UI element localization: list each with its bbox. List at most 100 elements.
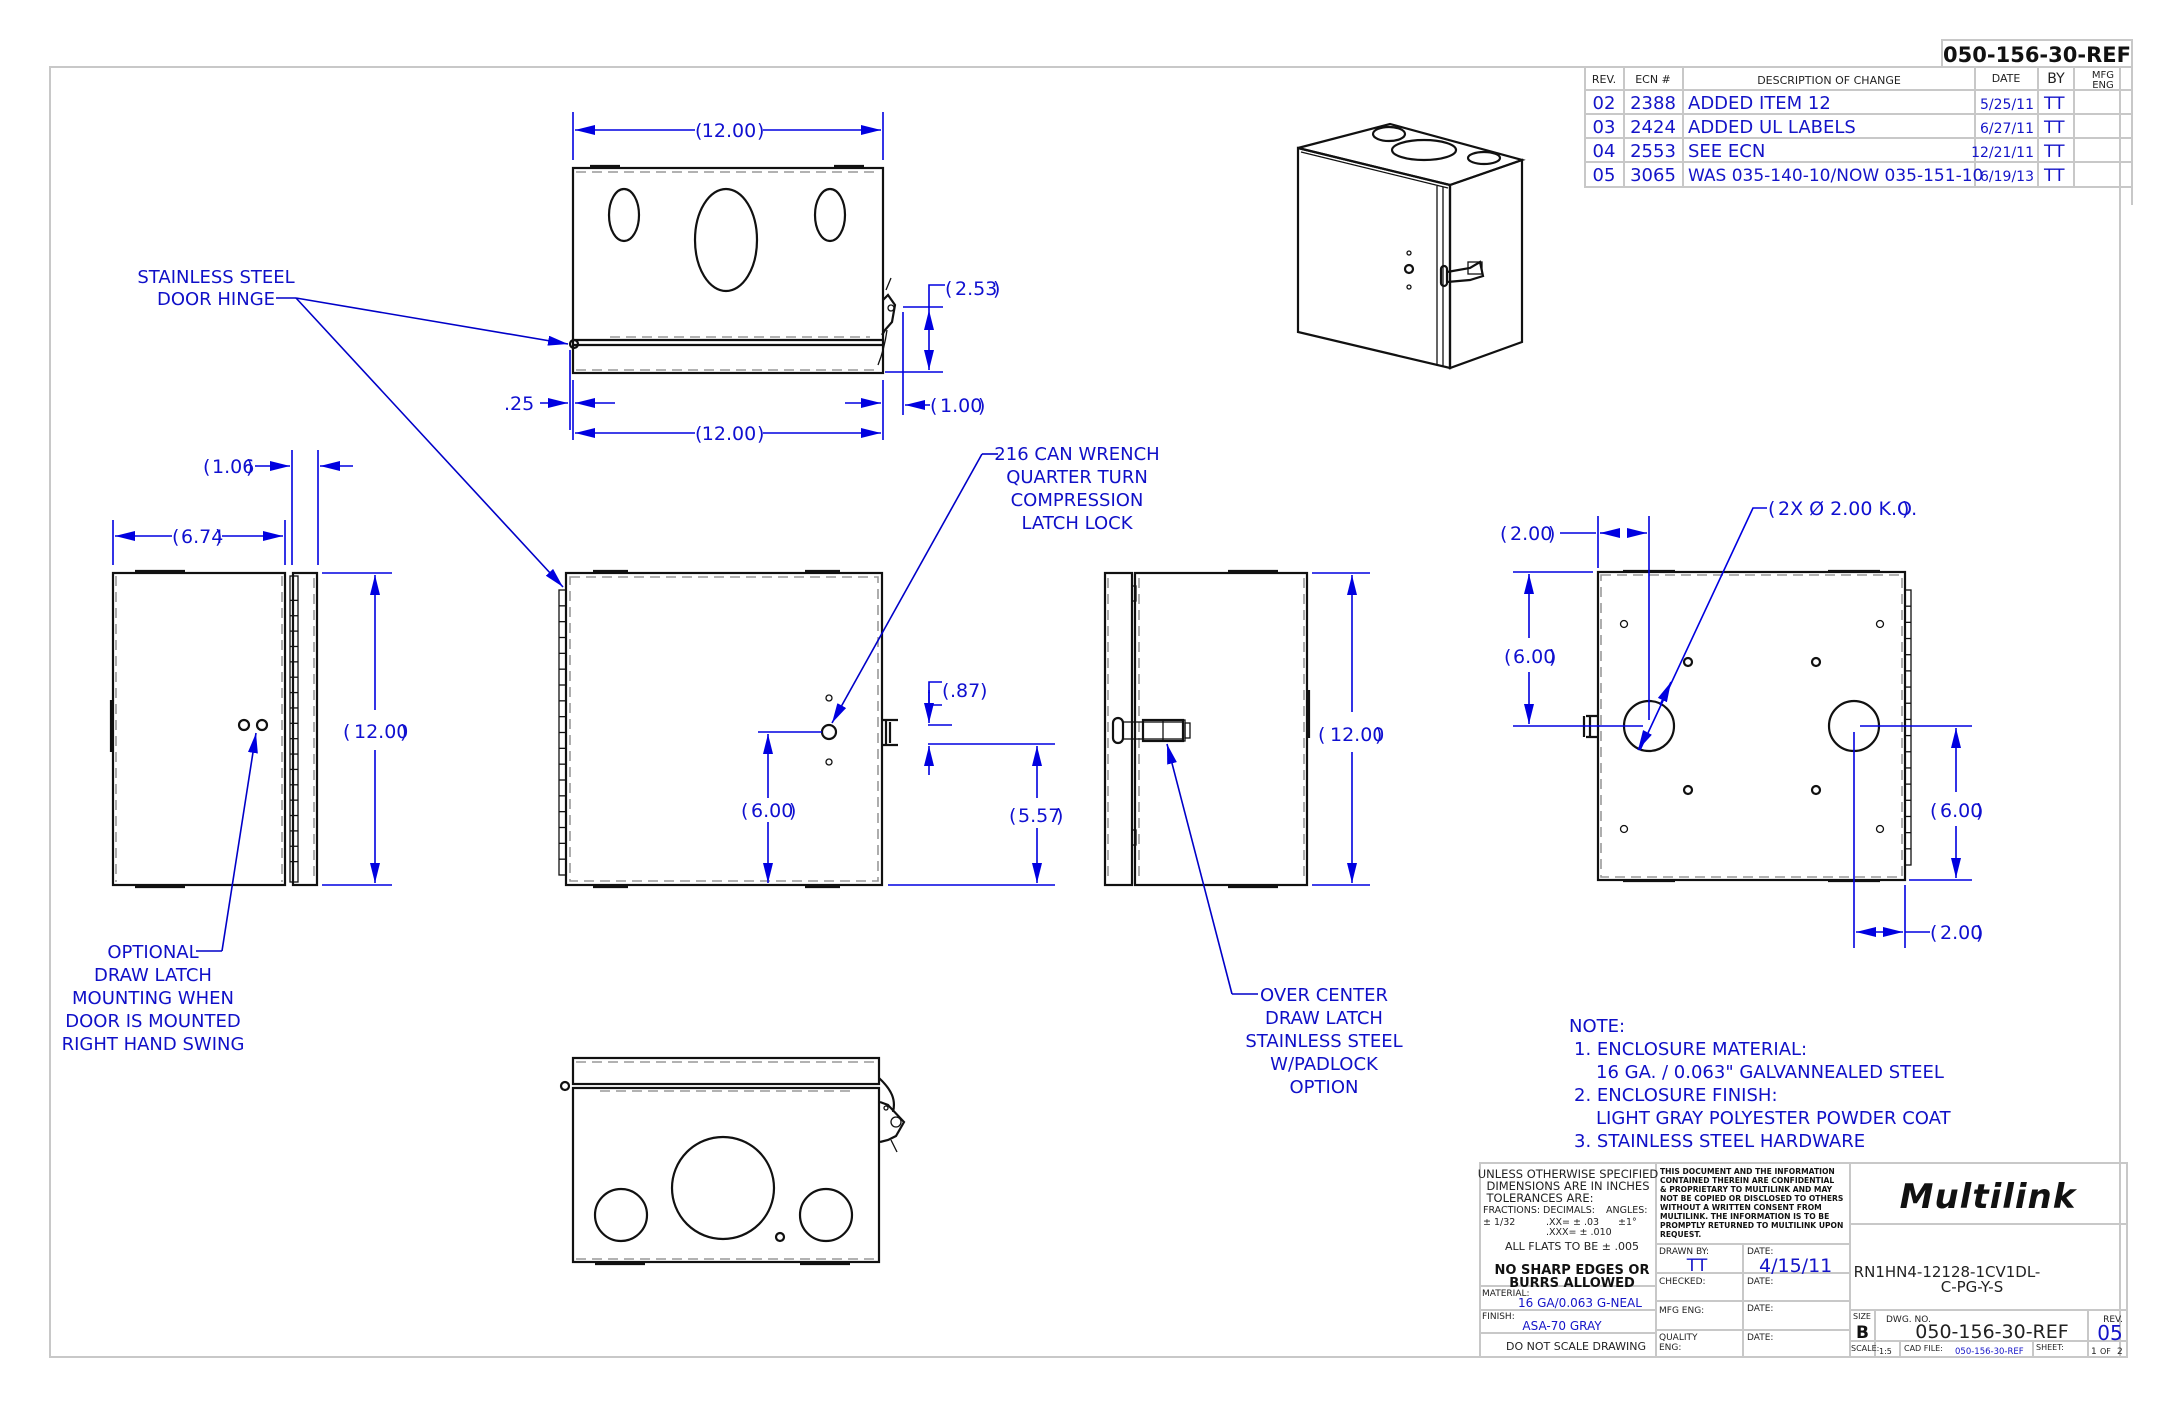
dim-paren: ) bbox=[1976, 800, 1983, 822]
dim-paren: ( bbox=[1768, 498, 1775, 520]
hinge-knuckles bbox=[290, 599, 298, 863]
rev-header: REV. bbox=[1592, 73, 1616, 86]
callout-text: W/PADLOCK bbox=[1270, 1054, 1379, 1075]
callout-text: OPTIONAL bbox=[107, 942, 198, 963]
sheet-value: 1 bbox=[2091, 1347, 2097, 1357]
part-number: C-PG-Y-S bbox=[1941, 1278, 2004, 1296]
cad-file-value: 050-156-30-REF bbox=[1955, 1347, 2024, 1357]
note-line: 2. ENCLOSURE FINISH: bbox=[1574, 1085, 1778, 1106]
checked-label: CHECKED: bbox=[1659, 1277, 1706, 1287]
dim-latch-bottom: 5.57 bbox=[1018, 805, 1060, 827]
hinge-knuckles bbox=[559, 605, 566, 860]
rev-cell: 05 bbox=[1593, 165, 1616, 186]
description-cell: WAS 035-140-10/NOW 035-151-10 bbox=[1688, 166, 1983, 186]
drawn-by-value: TT bbox=[1686, 1256, 1708, 1276]
dim-paren: ( bbox=[741, 800, 748, 822]
drawn-by-label: DRAWN BY: bbox=[1659, 1247, 1709, 1257]
dim-top-width: 12.00 bbox=[702, 120, 756, 142]
hinge-callout: STAINLESS STEEL DOOR HINGE bbox=[137, 267, 569, 588]
callout-text: DRAW LATCH bbox=[94, 965, 212, 986]
tolerance-text: ± 1/32 bbox=[1483, 1217, 1515, 1228]
confidential-text: PROMPTLY RETURNED TO MULTILINK UPON bbox=[1660, 1221, 1843, 1230]
dim-latch-height-value: 2.53 bbox=[955, 278, 997, 300]
dim-latch-offset: ( bbox=[930, 395, 937, 417]
dim-latch-offset-value: 1.00 bbox=[940, 395, 982, 417]
draw-latch-callout: OVER CENTER DRAW LATCH STAINLESS STEEL W… bbox=[1166, 743, 1403, 1098]
callout-text: OPTION bbox=[1290, 1077, 1359, 1098]
by-cell: TT bbox=[2043, 94, 2065, 114]
dim-paren: ) bbox=[1976, 922, 1983, 944]
finish-label: FINISH: bbox=[1482, 1312, 1515, 1322]
dim-paren: ) bbox=[1375, 724, 1382, 746]
tolerance-text: ALL FLATS TO BE ± .005 bbox=[1505, 1240, 1639, 1253]
dim-latch-gap: .87 bbox=[950, 680, 980, 702]
dim-paren: ) bbox=[1056, 805, 1063, 827]
left-side-view: ( 6.74 ) ( 1.06 ) ( 12.00 ) bbox=[109, 450, 408, 889]
mfg-date-label: DATE: bbox=[1747, 1304, 1773, 1314]
title-block: UNLESS OTHERWISE SPECIFIED DIMENSIONS AR… bbox=[1478, 1162, 2128, 1358]
dim-paren: ( bbox=[942, 680, 949, 702]
callout-text: COMPRESSION bbox=[1011, 490, 1144, 511]
revision-row: 03 2424 ADDED UL LABELS 6/27/11 TT bbox=[1593, 117, 2066, 138]
tolerance-text: DIMENSIONS ARE IN INCHES bbox=[1486, 1179, 1649, 1193]
revision-table: 050-156-30-REF REV. ECN # DESCRIPTION OF… bbox=[1584, 39, 2133, 205]
tolerance-text: ANGLES: bbox=[1606, 1205, 1648, 1216]
tolerance-text: .XXX= ± .010 bbox=[1546, 1227, 1612, 1238]
finish-value: ASA-70 GRAY bbox=[1522, 1319, 1602, 1333]
lock-callout: 216 CAN WRENCH QUARTER TURN COMPRESSION … bbox=[831, 444, 1160, 724]
dim-paren: ( bbox=[1009, 805, 1016, 827]
drawn-date-label: DATE: bbox=[1747, 1247, 1773, 1257]
dim-paren: ( bbox=[172, 526, 179, 548]
header-drawing-number: 050-156-30-REF bbox=[1943, 43, 2131, 67]
dwg-no-value: 050-156-30-REF bbox=[1915, 1321, 2068, 1343]
by-cell: TT bbox=[2043, 142, 2065, 162]
confidential-text: & PROPRIETARY TO MULTILINK AND MAY bbox=[1660, 1185, 1833, 1194]
dim-paren: ) bbox=[1548, 523, 1555, 545]
top-view: 12.00 ( ) .25 12.00 ( ) ( 2.53 ) ( 1.00 … bbox=[504, 112, 1000, 445]
date-cell: 6/19/13 bbox=[1980, 169, 2034, 185]
no-sharp-edges: NO SHARP EDGES OR bbox=[1495, 1263, 1650, 1278]
date-cell: 5/25/11 bbox=[1980, 97, 2034, 113]
note-line: 3. STAINLESS STEEL HARDWARE bbox=[1574, 1131, 1865, 1152]
sheet-of: OF bbox=[2100, 1347, 2111, 1356]
dim-side-height: 12.00 bbox=[354, 721, 408, 743]
bottom-view bbox=[559, 1056, 906, 1266]
do-not-scale: DO NOT SCALE DRAWING bbox=[1506, 1340, 1646, 1353]
description-cell: ADDED UL LABELS bbox=[1688, 117, 1856, 138]
callout-text: STAINLESS STEEL bbox=[137, 267, 294, 288]
description-header: DESCRIPTION OF CHANGE bbox=[1757, 74, 1901, 87]
callout-text: DOOR IS MOUNTED bbox=[65, 1011, 240, 1032]
tolerance-text: FRACTIONS: bbox=[1483, 1205, 1540, 1216]
checked-date-label: DATE: bbox=[1747, 1277, 1773, 1287]
callout-text: STAINLESS STEEL bbox=[1245, 1031, 1402, 1052]
rev-label: REV. bbox=[2103, 1315, 2123, 1325]
dim-paren: ( bbox=[695, 120, 702, 142]
dim-ko-right-x: 2.00 bbox=[1940, 922, 1982, 944]
callout-text: DOOR HINGE bbox=[157, 289, 275, 310]
dim-right-height: 12.00 bbox=[1330, 724, 1384, 746]
sheet-border bbox=[49, 66, 2121, 1358]
dim-top-width-lower: 12.00 bbox=[702, 423, 756, 445]
size-label: SIZE bbox=[1853, 1312, 1871, 1321]
material-label: MATERIAL: bbox=[1482, 1289, 1530, 1299]
drawn-date-value: 4/15/11 bbox=[1759, 1255, 1832, 1277]
date-cell: 12/21/11 bbox=[1971, 145, 2034, 161]
callout-text: 216 CAN WRENCH bbox=[994, 444, 1159, 465]
dim-paren: ( bbox=[203, 456, 210, 478]
confidential-text: WITHOUT A WRITTEN CONSENT FROM bbox=[1660, 1203, 1822, 1212]
dim-paren: ) bbox=[757, 423, 764, 445]
tolerance-text: DECIMALS: bbox=[1543, 1205, 1595, 1216]
dim-paren: ( bbox=[695, 423, 702, 445]
revision-row: 05 3065 WAS 035-140-10/NOW 035-151-10 6/… bbox=[1593, 165, 2066, 186]
dwg-no-label: DWG. NO. bbox=[1886, 1315, 1931, 1325]
note-line: 1. ENCLOSURE MATERIAL: bbox=[1574, 1039, 1807, 1060]
dim-paren: ) bbox=[789, 800, 796, 822]
mfg-eng-label: MFG ENG: bbox=[1659, 1306, 1704, 1316]
front-view: ( 6.00 ) ( .87 ) ( 5.57 ) bbox=[558, 569, 1063, 889]
revision-row: 04 2553 SEE ECN 12/21/11 TT bbox=[1593, 141, 2066, 162]
dim-paren: ( bbox=[343, 721, 350, 743]
revision-row: 02 2388 ADDED ITEM 12 5/25/11 TT bbox=[1593, 93, 2066, 114]
tolerance-text: UNLESS OTHERWISE SPECIFIED bbox=[1478, 1167, 1659, 1181]
size-value: B bbox=[1856, 1323, 1869, 1343]
callout-text: MOUNTING WHEN bbox=[72, 988, 234, 1009]
